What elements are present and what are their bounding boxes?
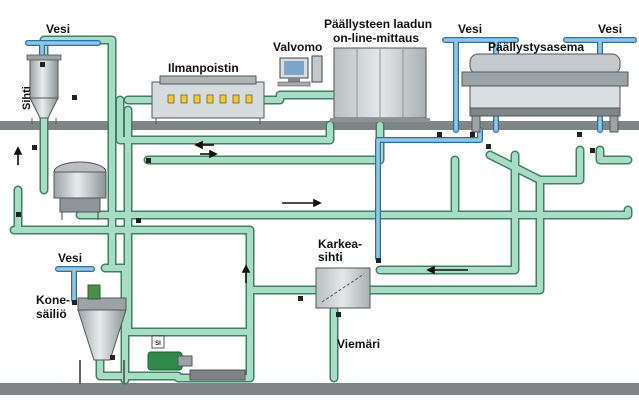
label-quality-line1: Päällysteen laadun (324, 17, 432, 31)
online-measurement-cabinet (330, 47, 430, 122)
coarse-screen (315, 267, 371, 309)
label-vesi-tank: Vesi (58, 251, 82, 265)
feed-pump: SI (147, 335, 246, 381)
label-sihti: Sihti (21, 86, 33, 110)
label-vesi-top-right: Vesi (598, 22, 622, 36)
label-karkea-line2: sihti (318, 250, 343, 264)
flow-arrows (13, 140, 468, 283)
label-quality-line2: on-line-mittaus (333, 31, 419, 45)
label-vesi-top-left: Vesi (46, 22, 70, 36)
label-kone-line2: säiliö (36, 307, 67, 321)
label-valvomo: Valvomo (273, 40, 322, 54)
machine-tank (77, 284, 127, 384)
deaerator (151, 75, 265, 124)
pump-badge: SI (155, 341, 161, 347)
label-karkea-line1: Karkea- (318, 237, 362, 251)
labels: Vesi Vesi Vesi Vesi Sihti Ilmanpoistin V… (21, 17, 622, 351)
upper-floor (0, 121, 639, 130)
valves (16, 62, 595, 360)
label-paallystysasema: Päällystysasema (488, 40, 584, 54)
coating-station (461, 53, 629, 133)
label-kone-line1: Kone- (36, 293, 70, 307)
label-viemari: Viemäri (337, 337, 380, 351)
pressure-screen (53, 161, 107, 220)
control-room-computer (277, 55, 323, 87)
ground-floor (0, 383, 639, 395)
label-vesi-top-mid: Vesi (458, 22, 482, 36)
label-ilmanpoistin: Ilmanpoistin (168, 61, 239, 75)
